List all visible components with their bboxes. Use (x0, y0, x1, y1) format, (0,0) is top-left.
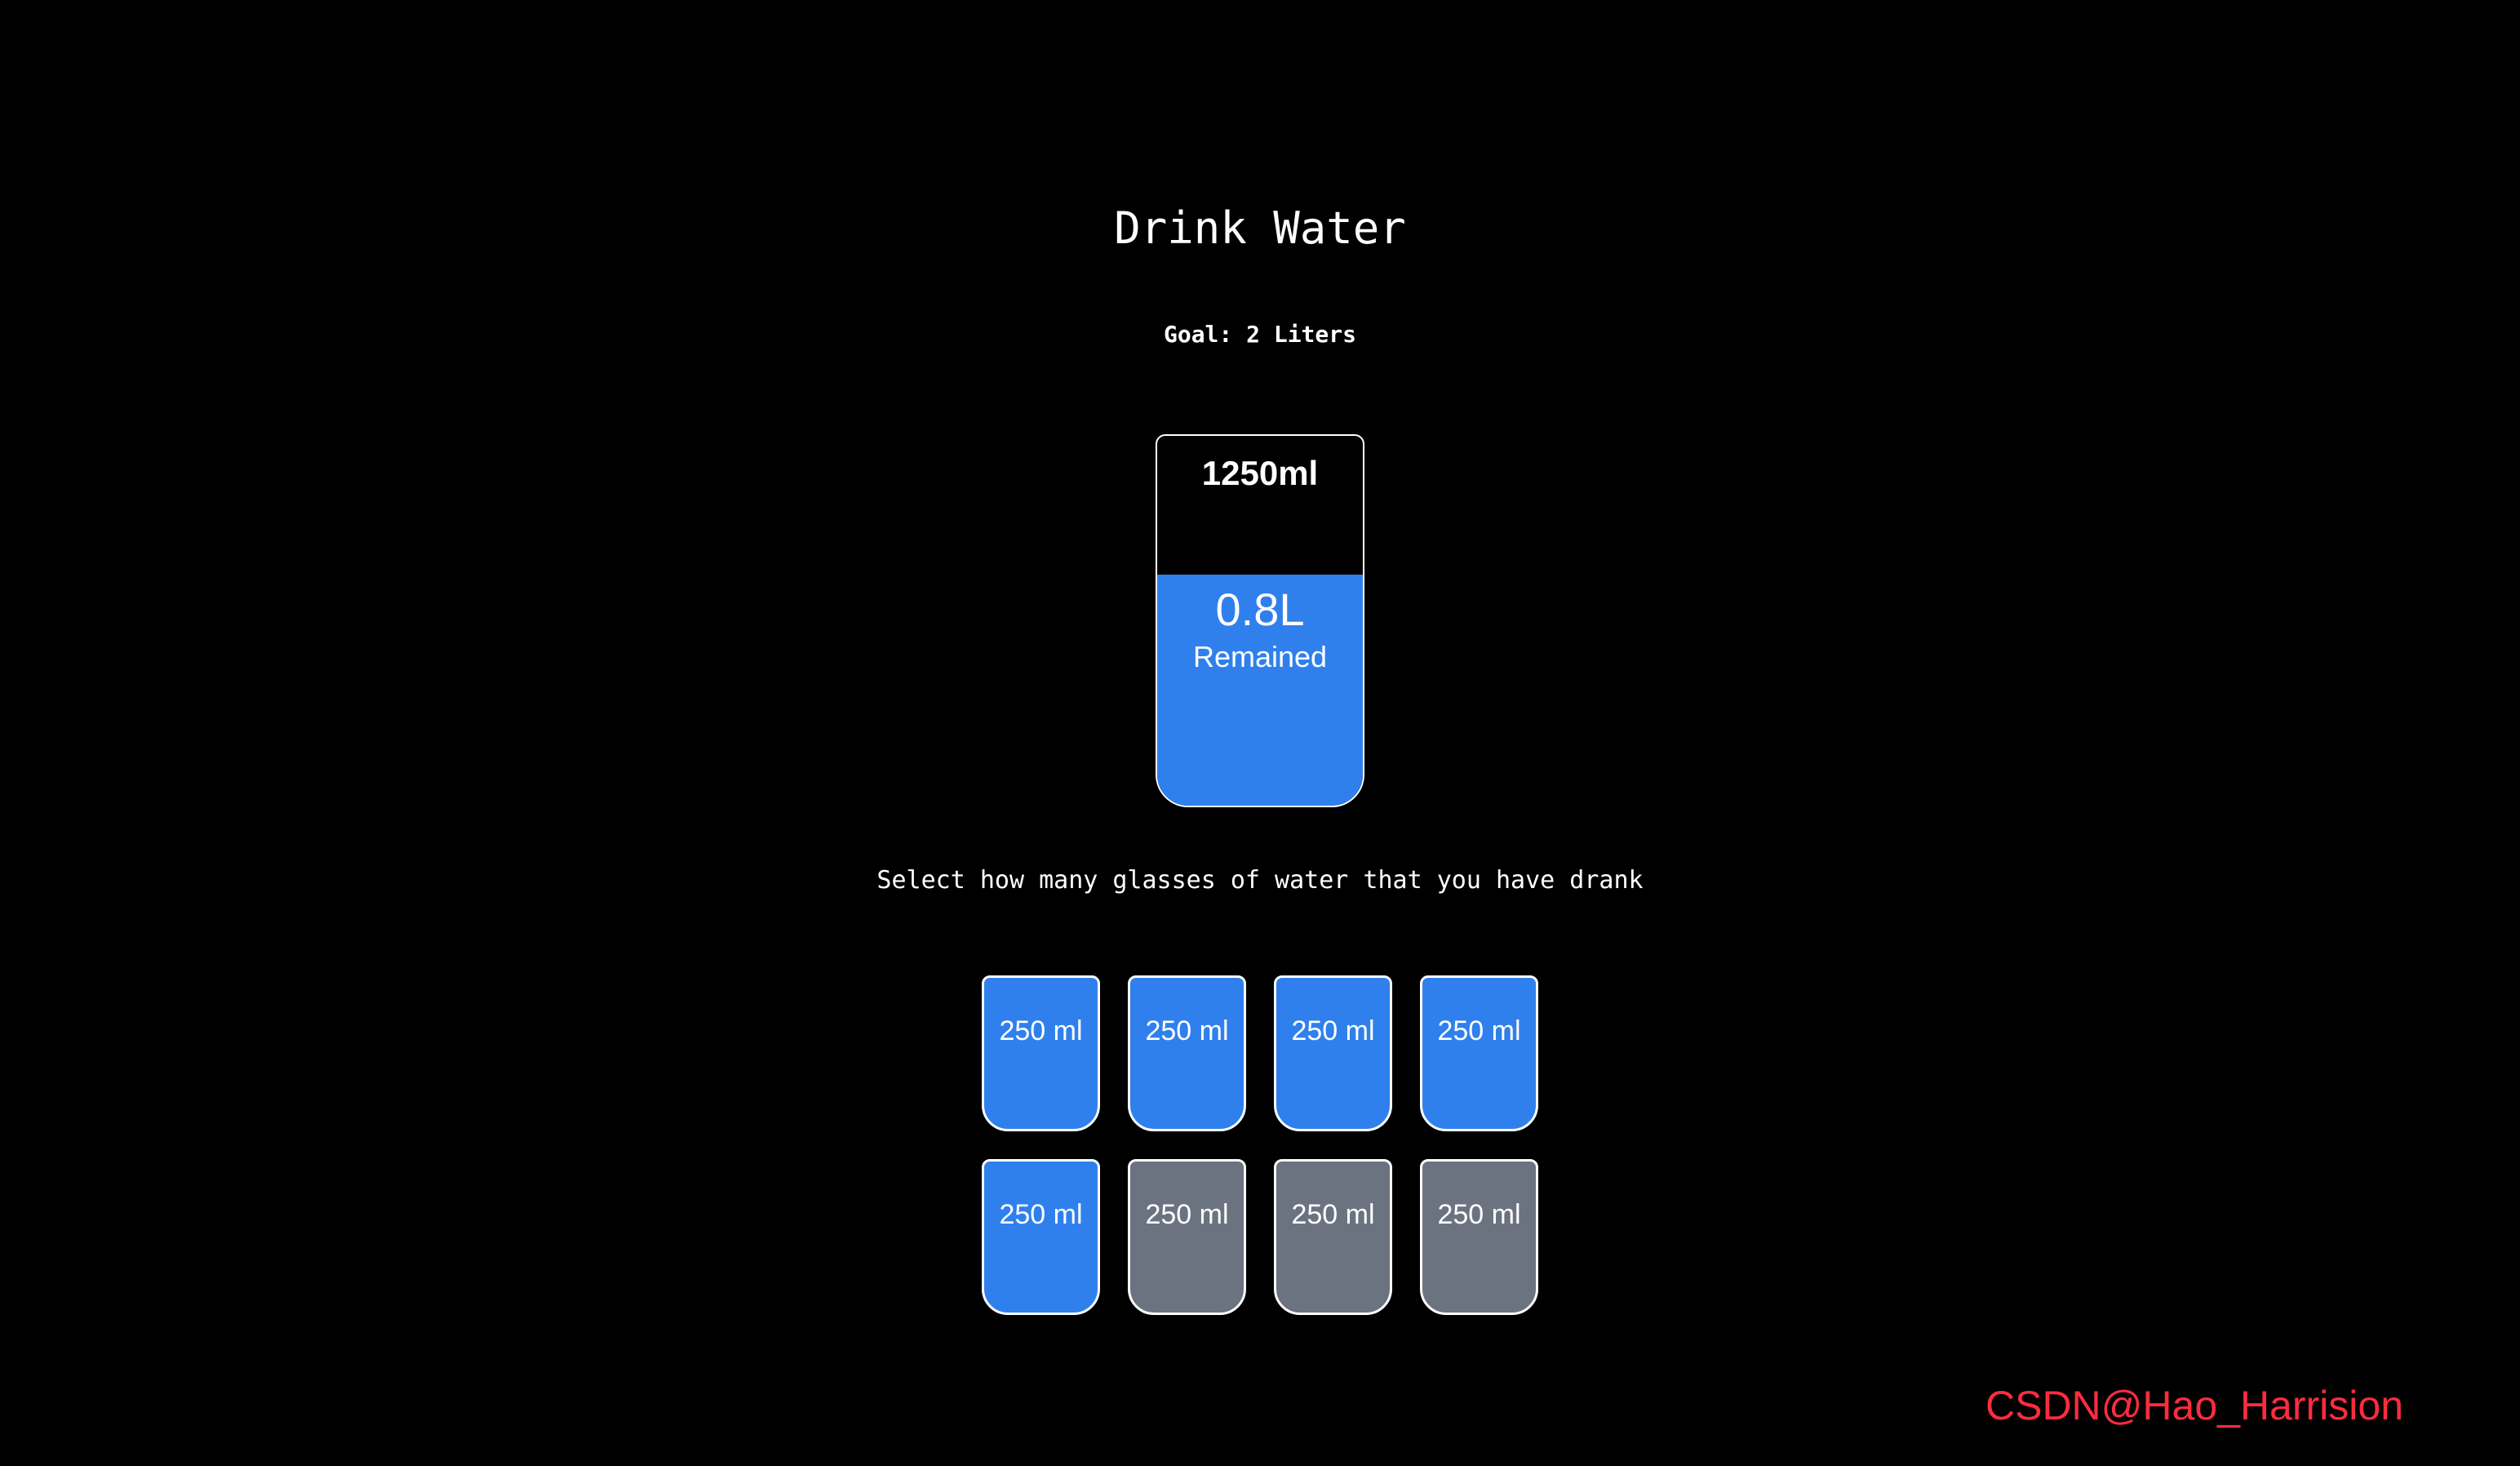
glass-capacity-label: 250 ml (999, 1015, 1083, 1047)
glass-capacity-label: 250 ml (1291, 1199, 1375, 1231)
instruction-text: Select how many glasses of water that yo… (876, 866, 1644, 895)
glass-button-4[interactable]: 250 ml (1420, 975, 1538, 1132)
glass-capacity-label: 250 ml (1145, 1199, 1229, 1231)
goal-text: Goal: 2 Liters (1163, 320, 1356, 348)
glasses-grid: 250 ml 250 ml 250 ml 250 ml 250 ml 250 m… (982, 975, 1538, 1316)
remained-amount: 0.8L (1215, 584, 1305, 636)
glass-capacity-label: 250 ml (1437, 1199, 1521, 1231)
remained-label: Remained (1192, 639, 1328, 673)
big-cup-fill: 0.8L Remained (1157, 575, 1363, 806)
glass-button-7[interactable]: 250 ml (1274, 1159, 1392, 1316)
glass-button-5[interactable]: 250 ml (982, 1159, 1100, 1316)
glass-button-6[interactable]: 250 ml (1128, 1159, 1246, 1316)
glass-capacity-label: 250 ml (999, 1199, 1083, 1231)
drank-amount-label: 1250ml (1201, 454, 1319, 493)
glass-button-1[interactable]: 250 ml (982, 975, 1100, 1132)
big-cup: 1250ml 0.8L Remained (1156, 434, 1364, 808)
glass-button-3[interactable]: 250 ml (1274, 975, 1392, 1132)
page-title: Drink Water (1114, 202, 1406, 254)
watermark-text: CSDN@Hao_Harrision (1985, 1383, 2403, 1428)
glass-button-8[interactable]: 250 ml (1420, 1159, 1538, 1316)
glass-capacity-label: 250 ml (1145, 1015, 1229, 1047)
glass-button-2[interactable]: 250 ml (1128, 975, 1246, 1132)
glass-capacity-label: 250 ml (1291, 1015, 1375, 1047)
glass-capacity-label: 250 ml (1437, 1015, 1521, 1047)
